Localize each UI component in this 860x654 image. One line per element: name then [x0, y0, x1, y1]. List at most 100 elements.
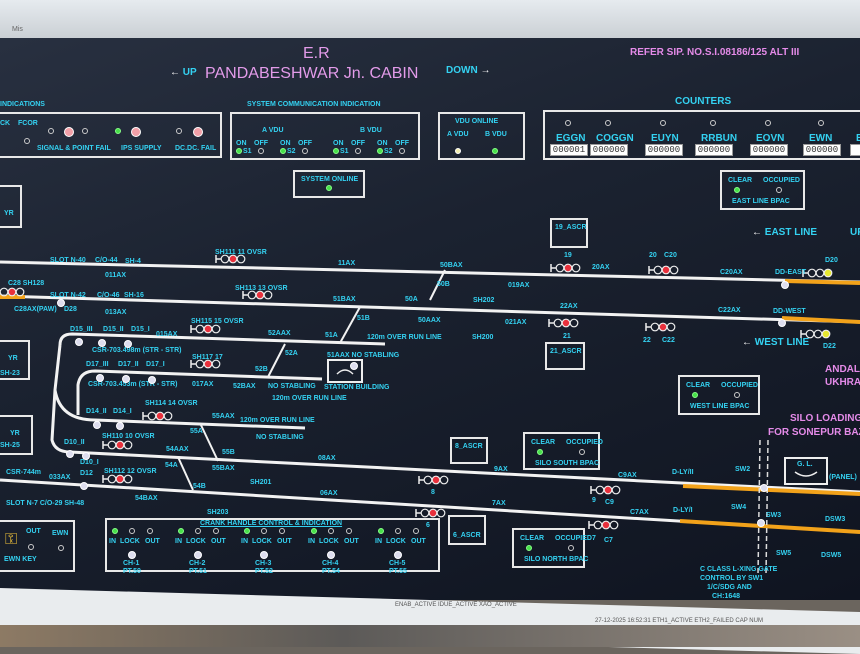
- up-direction: ← UP: [170, 67, 197, 78]
- label-sh111: SH111 11 OVSR: [215, 249, 267, 256]
- counters-box: [543, 110, 860, 160]
- route-west: [781, 316, 860, 324]
- signal-SH110[interactable]: [102, 440, 133, 450]
- off-label: OFF: [395, 140, 409, 147]
- signal-aspect-lamp: [7, 287, 17, 297]
- signal-C22[interactable]: [645, 322, 676, 332]
- key-icon[interactable]: ⚿: [5, 531, 18, 548]
- signal-aspect-lamp: [211, 324, 221, 334]
- signal-aspect-lamp: [15, 287, 25, 297]
- lock-label: LOCK: [319, 538, 339, 545]
- label-s9: 9: [592, 497, 596, 504]
- label-sw5: SW5: [776, 550, 792, 557]
- indications-fcor: FCOR: [18, 120, 38, 127]
- track-circuit-lamp: [778, 319, 786, 327]
- signal-SH111[interactable]: [215, 254, 246, 264]
- signal-19[interactable]: [550, 263, 581, 273]
- label-gl: G. L.: [797, 461, 813, 468]
- session-label: S1: [243, 148, 252, 155]
- bpac-title: EAST LINE BPAC: [732, 198, 790, 205]
- label-nost1: NO STABLING: [268, 383, 316, 390]
- signal-aspect-lamp: [431, 475, 441, 485]
- asc21-box[interactable]: [545, 342, 585, 370]
- signal-C9[interactable]: [590, 485, 621, 495]
- label-ax54a: 54AAX: [166, 446, 189, 453]
- yr-box-3: [0, 415, 33, 455]
- crank-handle-button[interactable]: [394, 551, 402, 559]
- signal-SH112[interactable]: [102, 474, 133, 484]
- signal-SH114[interactable]: [142, 411, 173, 421]
- indications-title: INDICATIONS: [0, 101, 45, 108]
- label-gate4: CH:1648: [712, 593, 741, 600]
- crank-handle-button[interactable]: [128, 551, 136, 559]
- arrow-left-icon: ←: [752, 227, 765, 238]
- counter-name: E: [856, 133, 860, 144]
- label-asc21: 21_ASCR: [550, 348, 582, 355]
- out-lamp: [213, 528, 219, 534]
- down-direction: DOWN →: [446, 65, 491, 76]
- comm-off-lamp: [355, 148, 361, 154]
- label-slotn42: SLOT N-42: [50, 292, 86, 299]
- signal-6[interactable]: [415, 508, 446, 518]
- crossover-54: [177, 456, 194, 491]
- crank-handle-button[interactable]: [194, 551, 202, 559]
- signal-aspect-lamp: [236, 254, 246, 264]
- signal-aspect-lamp: [661, 265, 671, 275]
- label-s7: 7: [592, 535, 596, 542]
- label-ax033: 033AX: [49, 474, 71, 481]
- label-ax51b: 51BAX: [333, 296, 356, 303]
- label-ax51a: 51AAX NO STABLING: [327, 352, 400, 359]
- label-ax_c9: C9AX: [618, 472, 637, 479]
- signal-SH115[interactable]: [190, 324, 221, 334]
- crank-handle-button[interactable]: [327, 551, 335, 559]
- in-lamp: [378, 528, 384, 534]
- label-d14ii: D14_II: [86, 408, 107, 415]
- label-p54b: 54B: [193, 483, 206, 490]
- signal-SH117[interactable]: [190, 359, 221, 369]
- signal-C28[interactable]: [0, 287, 25, 297]
- signal-D20[interactable]: [802, 268, 833, 278]
- asc8-box[interactable]: [450, 437, 488, 464]
- clear-lamp: [537, 449, 543, 455]
- comm-on-lamp: [236, 148, 242, 154]
- level-crossing-line: [757, 439, 769, 576]
- crank-handle-id: CH-1: [123, 560, 140, 567]
- west-bpac-box: [678, 375, 760, 415]
- counter-name: EUYN: [651, 133, 679, 144]
- in-label: IN: [241, 538, 248, 545]
- signal-8[interactable]: [418, 475, 449, 485]
- signal-21[interactable]: [548, 318, 579, 328]
- label-co44: C/O-44: [95, 257, 118, 264]
- asc19-box[interactable]: [550, 218, 588, 248]
- in-lamp: [244, 528, 250, 534]
- signal-aspect-lamp: [115, 440, 125, 450]
- out-label: OUT: [344, 538, 359, 545]
- occupied-lamp: [568, 545, 574, 551]
- crank-handle-button[interactable]: [260, 551, 268, 559]
- lock-label: LOCK: [386, 538, 406, 545]
- label-silo2: FOR SONEPUR BAZAR: [768, 427, 860, 438]
- signal-D22[interactable]: [800, 329, 831, 339]
- track-circuit-lamp: [122, 375, 130, 383]
- asc6-box[interactable]: [448, 515, 486, 545]
- signal-C20[interactable]: [648, 265, 679, 275]
- label-ax_c20: C20AX: [720, 269, 743, 276]
- signal-aspect-lamp: [147, 411, 157, 421]
- status-left: ENAB_ACTIVE IDUE_ACTIVE XAO_ACTIVE: [395, 602, 517, 608]
- signal-SH113[interactable]: [242, 290, 273, 300]
- label-s21: 21: [563, 333, 571, 340]
- counter-value: 00: [850, 144, 860, 156]
- counter-value: 000000: [645, 144, 683, 156]
- indication-lamp: [193, 127, 203, 137]
- comm-on-lamp: [377, 148, 383, 154]
- signal-C7[interactable]: [588, 520, 619, 530]
- label-ax50b: 50BAX: [440, 262, 463, 269]
- label-ax52a: 52AAX: [268, 330, 291, 337]
- bpac-title: WEST LINE BPAC: [690, 403, 750, 410]
- signal-post: [645, 323, 651, 331]
- label-ddeast: DD-EAST: [775, 269, 807, 276]
- indications-signal-point-fail: SIGNAL & POINT FAIL: [37, 145, 111, 152]
- counter-lamp: [565, 120, 571, 126]
- signal-aspect-lamp: [228, 254, 238, 264]
- yr-box-2: [0, 340, 30, 380]
